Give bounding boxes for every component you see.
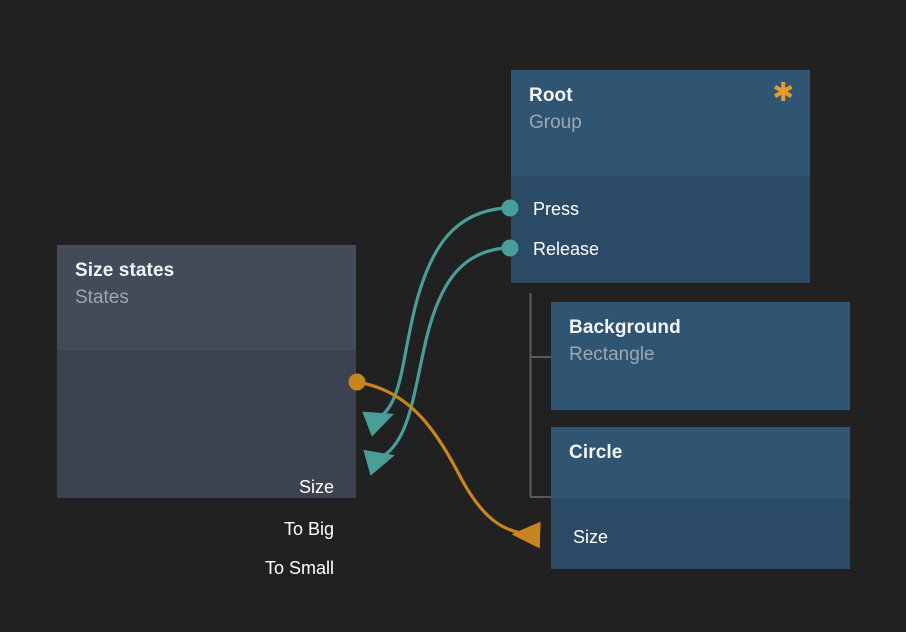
port-size-states-size[interactable]: Size (298, 477, 334, 497)
node-size-states-subtitle: States (75, 287, 129, 308)
node-background[interactable]: Background Rectangle (551, 302, 850, 410)
node-circle[interactable]: Circle Size (551, 427, 850, 569)
edge-size-to-circle-size (360, 381, 541, 549)
node-size-states-title: Size states (75, 260, 175, 281)
edge-release-to-small (363, 246, 507, 476)
node-background-title: Background (569, 317, 681, 338)
port-circle-size[interactable]: Size (573, 527, 609, 547)
port-root-release[interactable]: Release (533, 239, 600, 259)
node-circle-body: Size (551, 499, 850, 569)
node-root-subtitle: Group (529, 112, 582, 133)
node-circle-header[interactable]: Circle (551, 427, 850, 499)
node-root-header[interactable]: Root Group ✱ (511, 70, 810, 176)
node-root[interactable]: Root Group ✱ Press Release (511, 70, 810, 283)
asterisk-icon[interactable]: ✱ (772, 78, 794, 108)
node-circle-title: Circle (569, 442, 623, 463)
node-size-states-body: Size To Big To Small (57, 350, 356, 578)
node-root-body: Press Release (511, 176, 810, 283)
port-size-states-to-small[interactable]: To Small (264, 558, 334, 578)
node-background-header[interactable]: Background Rectangle (551, 302, 850, 410)
port-size-states-to-big[interactable]: To Big (283, 519, 334, 539)
node-background-subtitle: Rectangle (569, 344, 655, 365)
node-size-states[interactable]: Size states States Size To Big To Small (57, 245, 356, 578)
node-root-title: Root (529, 85, 573, 106)
edge-press-to-big (362, 206, 507, 437)
node-size-states-header[interactable]: Size states States (57, 245, 356, 350)
port-root-press[interactable]: Press (533, 199, 580, 219)
